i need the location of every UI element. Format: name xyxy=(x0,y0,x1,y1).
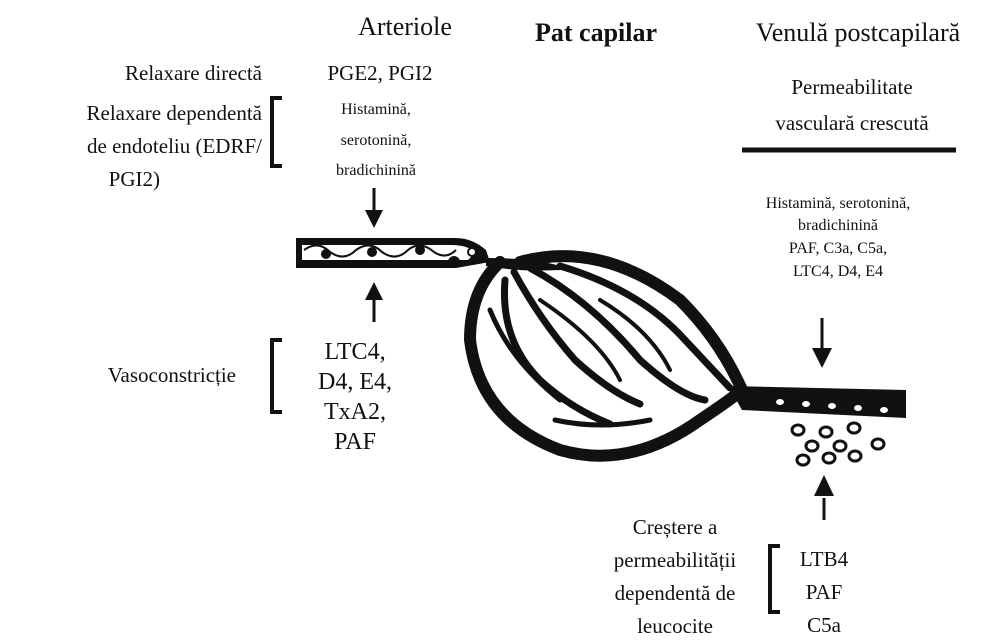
venule-vessel xyxy=(730,386,906,418)
arrow-down-venule xyxy=(812,318,832,368)
capillary-bed xyxy=(470,256,742,456)
endothelium-bracket xyxy=(272,98,282,166)
arrow-down-arteriole xyxy=(365,188,383,228)
arrow-up-arteriole xyxy=(365,282,383,322)
vasoconstriction-bracket xyxy=(272,340,282,412)
arteriole-vessel xyxy=(296,238,490,268)
leukocyte-bracket xyxy=(770,546,780,612)
leukocytes xyxy=(792,423,884,465)
arrow-up-venule xyxy=(814,475,834,520)
